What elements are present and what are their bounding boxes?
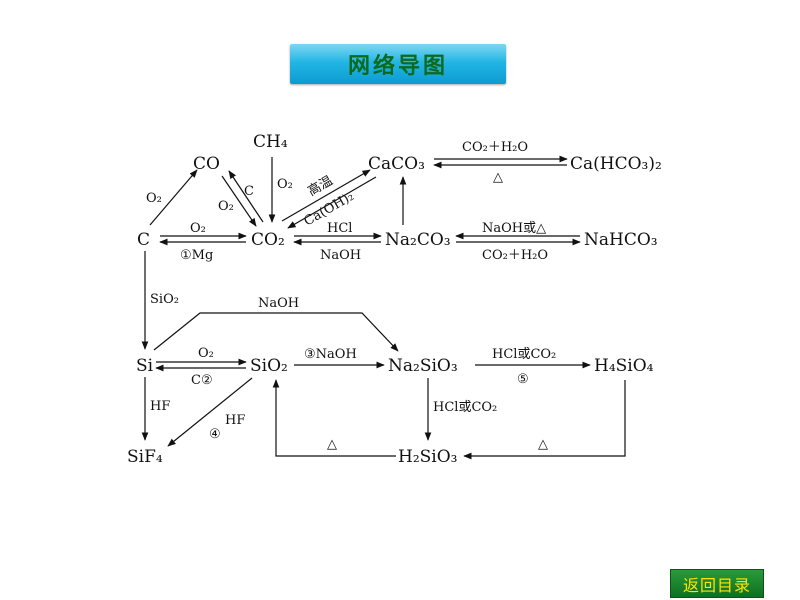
label-sio2-sif4-num: ④ [209,427,221,442]
title-banner: 网络导图 [290,44,506,84]
label-c-co-o2: O₂ [146,191,162,206]
label-h2sio3-sio2-heat: △ [327,437,337,452]
node-caco3: CaCO₃ [368,154,425,174]
label-sio2-si-c: C② [191,373,213,388]
back-to-contents-label: 返回目录 [682,575,751,595]
node-sif4: SiF₄ [127,447,163,467]
node-h2sio3: H₂SiO₃ [398,447,457,467]
node-na2co3: Na₂CO₃ [385,230,451,250]
node-cahco3-2: Ca(HCO₃)₂ [570,154,662,174]
node-nahco3: NaHCO₃ [584,230,658,250]
label-na2sio3-h4sio4: HCl或CO₂ [492,347,556,362]
arrow-h4sio4-to-h2sio3 [463,380,626,460]
label-co-co2-o2: O₂ [218,199,234,214]
label-c-co2-o2: O₂ [190,221,206,236]
node-co: CO [193,154,220,174]
label-h4sio4-h2sio3-heat: △ [538,437,548,452]
label-si-na2sio3-naoh: NaOH [258,296,299,311]
arrow-sio2-to-sif4 [167,377,253,447]
node-na2sio3: Na₂SiO₃ [388,356,458,376]
arrow-co-to-co2 [221,175,257,227]
back-to-contents-button[interactable]: 返回目录 [670,569,764,598]
label-na2co3-co2-naoh: NaOH [320,248,361,263]
label-si-sio2-o2: O₂ [198,346,214,361]
arrow-co2-to-caco3 [281,169,371,222]
label-ch4-o2: O₂ [277,177,293,192]
label-caco3-back: △ [493,170,503,185]
label-co2-na2co3-hcl: HCl [327,221,352,236]
label-na2sio3-h2sio3: HCl或CO₂ [433,400,497,415]
label-caco3-fwd: CO₂＋H₂O [462,140,528,155]
label-c-si-sio2: SiO₂ [150,292,179,307]
arrow-si-to-na2sio3 [153,312,399,352]
label-sio2-sif4-hf: HF [225,413,245,428]
page-title: 网络导图 [347,54,448,79]
label-co2-c-mg: ①Mg [180,248,213,263]
arrow-c-to-co [149,169,198,226]
node-h4sio4: H₄SiO₄ [594,356,654,376]
node-ch4: CH₄ [253,132,288,152]
label-nahco3-fwd: NaOH或△ [482,221,546,236]
node-c: C [137,230,150,250]
node-si: Si [136,356,154,376]
arrow-h2sio3-to-sio2 [272,379,396,457]
label-co2-co-c: C [244,184,254,199]
arrow-co2-to-co [228,170,264,223]
label-na2sio3-h4sio4-num: ⑤ [517,372,529,387]
node-sio2: SiO₂ [250,356,288,376]
arrow-caco3-to-co2 [287,176,377,229]
label-sio2-na2sio3-naoh: ③NaOH [304,347,357,362]
label-si-sif4-hf: HF [150,399,170,414]
node-co2: CO₂ [251,230,285,250]
label-high-temp: 高温 [305,173,336,200]
label-nahco3-back: CO₂＋H₂O [482,248,548,263]
